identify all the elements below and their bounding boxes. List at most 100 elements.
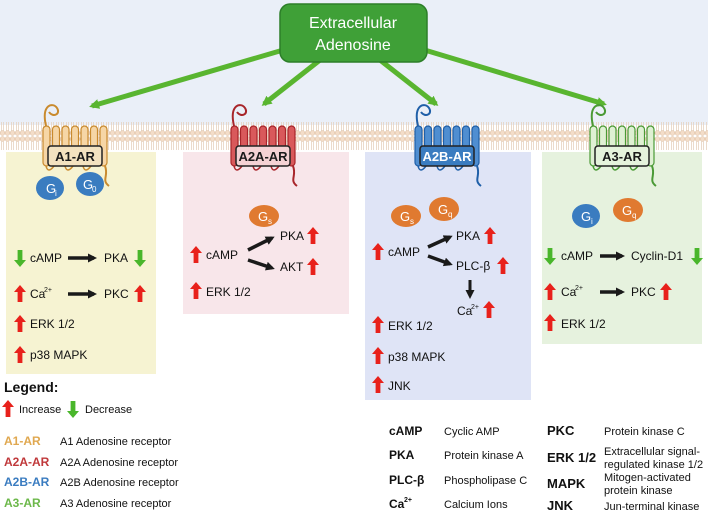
arrow — [247, 258, 275, 271]
a2b-p38: p38 MAPK — [388, 350, 445, 364]
svg-text:q: q — [448, 210, 452, 219]
glossary-text-ca: Calcium Ions — [444, 499, 508, 511]
legend-text-a1: A1 Adenosine receptor — [60, 436, 172, 448]
a1-ca-sup: 2+ — [44, 287, 52, 294]
a1-camp: cAMP — [30, 251, 62, 265]
a3-gi-protein: G i — [572, 204, 600, 228]
receptor-label-plate — [235, 145, 291, 167]
intracellular-loops — [417, 165, 464, 171]
svg-text:s: s — [410, 217, 414, 226]
up-arrow — [497, 257, 509, 274]
arrow-to-a2a — [261, 58, 322, 106]
a2b-gs-protein: G s — [391, 205, 421, 227]
legend-text-a3: A3 Adenosine receptor — [60, 498, 172, 510]
a3-gq-protein: G q — [613, 198, 643, 222]
legend-decrease: Decrease — [85, 404, 132, 416]
glossary-text-erk-1: Extracellular signal- — [604, 446, 700, 458]
a3-cyclin: Cyclin-D1 — [631, 249, 683, 263]
up-arrow — [372, 376, 384, 393]
c-terminus-tail — [476, 165, 482, 187]
svg-text:0: 0 — [92, 185, 97, 194]
up-arrow — [372, 243, 384, 260]
arrow — [427, 235, 453, 249]
up-arrow — [307, 227, 319, 244]
a1-erk: ERK 1/2 — [30, 317, 75, 331]
receptor-label: A2B-AR — [422, 149, 472, 164]
up-arrow — [372, 316, 384, 333]
a2a-pathway: cAMP PKA AKT ERK 1/2 — [190, 227, 319, 299]
glossary-ca-sup: 2+ — [404, 497, 412, 504]
a2b-panel — [365, 152, 531, 400]
up-arrow — [14, 346, 26, 363]
a3-erk: ERK 1/2 — [561, 317, 606, 331]
svg-text:G: G — [46, 181, 56, 196]
receptor-label-plate — [594, 145, 650, 167]
a2b-erk: ERK 1/2 — [388, 319, 433, 333]
legend-abbr-a2a: A2A-AR — [4, 455, 50, 469]
up-arrow — [14, 285, 26, 302]
svg-text:i: i — [591, 217, 593, 226]
a2b-ca: Ca — [457, 304, 473, 318]
svg-text:q: q — [632, 211, 636, 220]
a2b-gq-protein: G q — [429, 197, 459, 221]
up-arrow — [14, 315, 26, 332]
glossary-text-camp: Cyclic AMP — [444, 426, 500, 438]
legend-down-arrow — [67, 401, 79, 418]
svg-text:s: s — [268, 217, 272, 226]
up-arrow — [660, 283, 672, 300]
legend-abbr-a2b: A2B-AR — [4, 475, 50, 489]
a2a-receptor: A2A-AR — [230, 104, 298, 187]
svg-text:G: G — [83, 177, 93, 192]
svg-text:G: G — [438, 202, 448, 217]
a2a-erk: ERK 1/2 — [206, 285, 251, 299]
a1-p38: p38 MAPK — [30, 348, 87, 362]
c-terminus-tail — [651, 165, 657, 187]
a1-g0-protein: G 0 — [76, 172, 104, 196]
glossary-text-pka: Protein kinase A — [444, 450, 524, 462]
a1-gi-protein: G i — [36, 176, 64, 200]
svg-text:G: G — [258, 209, 268, 224]
glossary-abbr-jnk: JNK — [547, 498, 574, 513]
legend-title: Legend: — [4, 379, 58, 395]
down-arrow — [14, 250, 26, 267]
glossary-text-erk-2: regulated kinase 1/2 — [604, 459, 703, 471]
receptor-label-plate — [419, 145, 475, 167]
a3-receptor: A3-AR — [589, 104, 657, 187]
legend-text-a2b: A2B Adenosine receptor — [60, 477, 179, 489]
a3-ca-sup: 2+ — [575, 285, 583, 292]
a1-pathway: cAMP PKA Ca 2+ PKC ERK 1/2 p38 MAPK — [14, 250, 146, 363]
a2b-camp: cAMP — [388, 245, 420, 259]
n-terminus-loop — [231, 104, 247, 127]
a1-pkc: PKC — [104, 287, 129, 301]
down-arrow — [544, 248, 556, 265]
glossary-text-plc: Phospholipase C — [444, 475, 527, 487]
legend-abbr-a3: A3-AR — [4, 496, 41, 510]
receptor-label: A2A-AR — [238, 149, 288, 164]
svg-text:G: G — [622, 203, 632, 218]
legend-up-arrow — [2, 400, 14, 417]
a1-ca: Ca — [30, 287, 46, 301]
a1-pka: PKA — [104, 251, 128, 265]
a3-ca: Ca — [561, 285, 577, 299]
glossary-abbr-mapk: MAPK — [547, 476, 586, 491]
up-arrow — [484, 227, 496, 244]
receptor-label: A3-AR — [602, 149, 642, 164]
a2a-pka: PKA — [280, 229, 304, 243]
a2a-panel — [183, 152, 349, 314]
a2b-pka: PKA — [456, 229, 480, 243]
glossary-text-pkc: Protein kinase C — [604, 426, 685, 438]
up-arrow — [134, 285, 146, 302]
legend: Legend: Increase Decrease A1-AR A1 Adeno… — [2, 379, 179, 510]
a2a-akt: AKT — [280, 260, 304, 274]
arrow — [247, 236, 275, 252]
a3-pkc: PKC — [631, 285, 656, 299]
down-arrow — [691, 248, 703, 265]
intracellular-loops — [233, 165, 280, 171]
legend-abbr-a1: A1-AR — [4, 434, 41, 448]
up-arrow — [190, 246, 202, 263]
n-terminus-loop — [415, 104, 431, 127]
glossary-abbr-pkc: PKC — [547, 423, 575, 438]
up-arrow — [190, 282, 202, 299]
a3-pathway: cAMP Cyclin-D1 Ca 2+ PKC ERK 1/2 — [544, 248, 703, 331]
